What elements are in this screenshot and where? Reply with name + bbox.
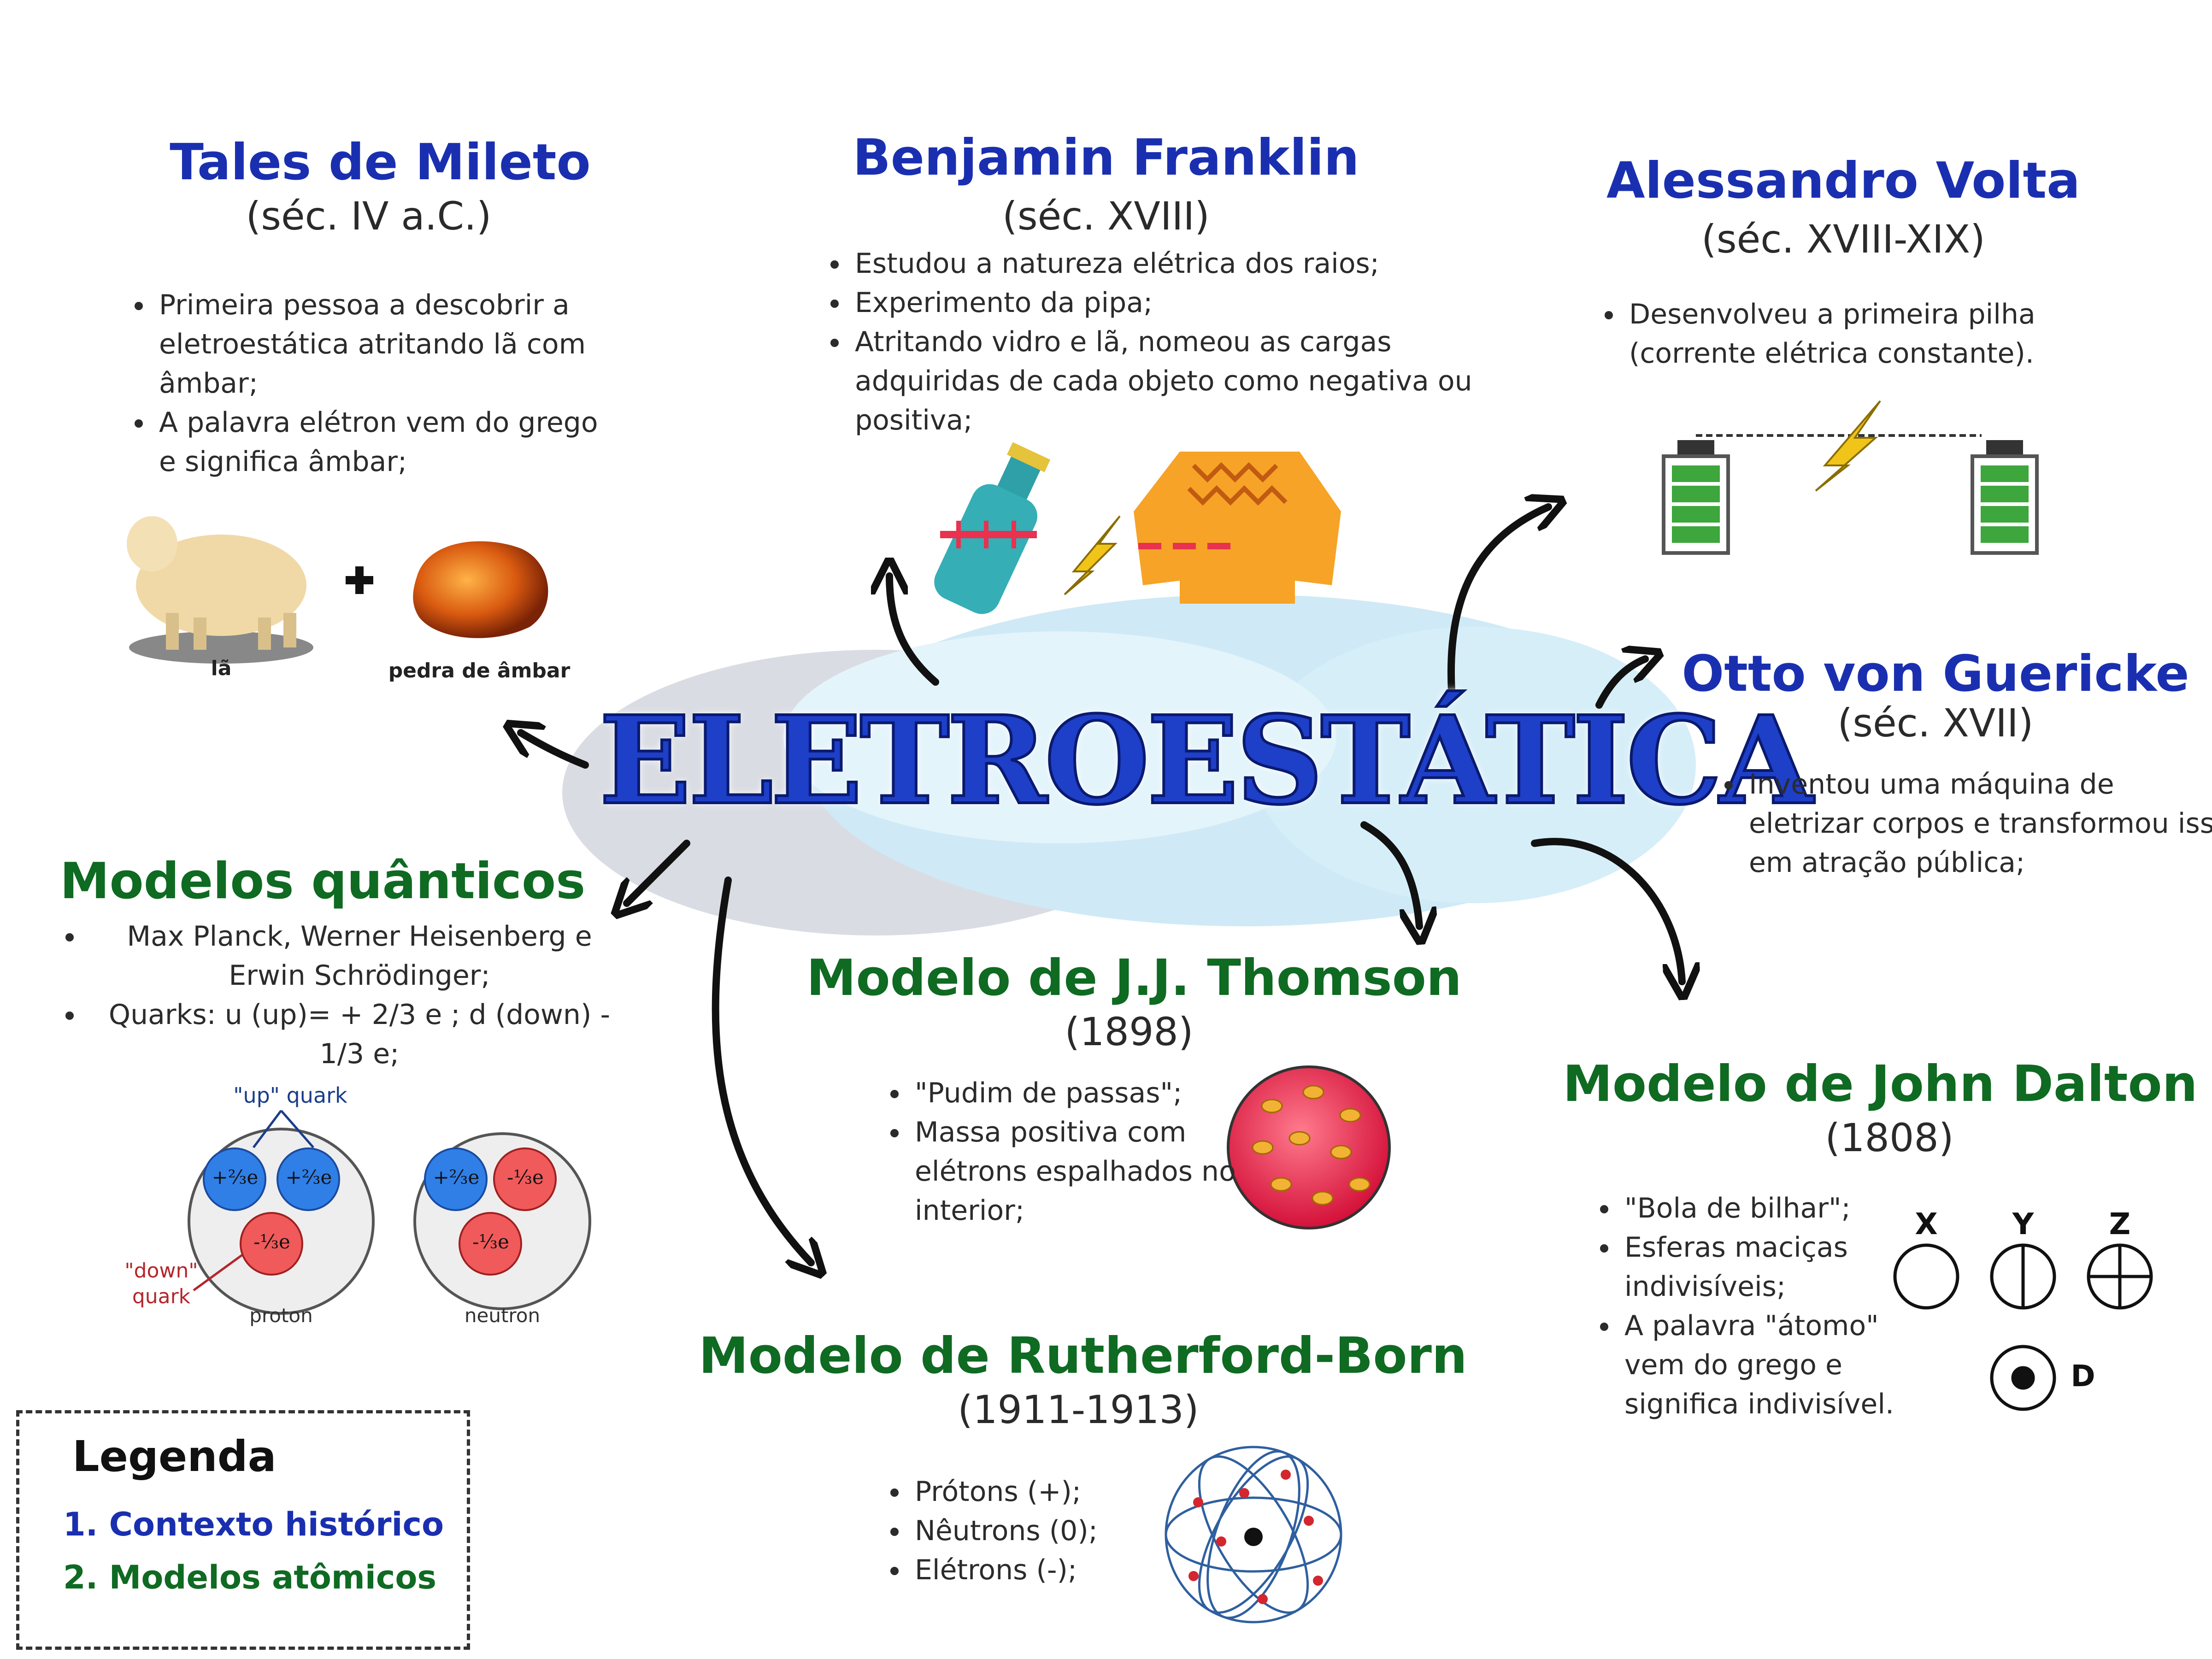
quanticos-point-2: Quarks: u (up)= + 2/3 e ; d (down) - 1/3… [85, 995, 629, 1074]
rutherford-point-3: Elétrons (-); [910, 1551, 1187, 1590]
central-cloud [562, 594, 1696, 935]
thomson-point-1: "Pudim de passas"; [910, 1074, 1260, 1113]
arrow-to-quanticos [627, 840, 690, 903]
proton-label: proton [249, 1304, 313, 1327]
dalton-symbols [1893, 1243, 2153, 1411]
thomson-title: Modelo de J.J. Thomson [806, 949, 1462, 1007]
tales-point-1: Primeira pessoa a descobrir a eletroestá… [154, 286, 615, 403]
proton-up-quark-2 [276, 1147, 340, 1211]
volta-title: Alessandro Volta [1606, 152, 2080, 210]
down-charge-label-2: -⅓e [507, 1166, 544, 1188]
glass-bottle-illustration [934, 442, 1051, 614]
battery-illustration [1662, 400, 2039, 555]
guericke-title: Otto von Guericke [1682, 645, 2189, 703]
rutherford-point-2: Nêutrons (0); [910, 1512, 1187, 1551]
dalton-point-2: Esferas maciças indivisíveis; [1620, 1228, 1942, 1306]
tales-period: (séc. IV a.C.) [246, 194, 492, 239]
arrow-to-guericke [1595, 659, 1645, 709]
up-quark-label: "up" quark [233, 1083, 347, 1108]
central-title: ELETROESTÁTICA [598, 688, 1814, 833]
thomson-points: "Pudim de passas"; Massa positiva com el… [871, 1074, 1260, 1230]
legend-title: Legenda [72, 1432, 276, 1481]
guericke-period: (séc. XVII) [1837, 700, 2034, 746]
arrow-to-rutherford [712, 877, 811, 1263]
sheep-illustration [127, 516, 313, 664]
thomson-period: (1898) [1065, 1009, 1194, 1054]
amber-stone-illustration [413, 541, 548, 638]
arrow-to-dalton [1531, 838, 1682, 982]
wool-sweater-illustration [1134, 452, 1341, 604]
dalton-point-3: A palavra "átomo" vem do grego e signifi… [1620, 1306, 1942, 1424]
rutherford-atom-illustration [1165, 1446, 1342, 1624]
tales-point-2: A palavra elétron vem do grego e signifi… [154, 403, 615, 482]
up-charge-label-1: +⅔e [212, 1166, 259, 1188]
up-charge-label-2: +⅔e [285, 1166, 332, 1188]
down-quark-label: "down" quark [124, 1259, 198, 1308]
dalton-symbol-d: D [2071, 1359, 2095, 1394]
proton-down-quark [240, 1212, 303, 1276]
dalton-points: "Bola de bilhar"; Esferas maciças indivi… [1581, 1189, 1942, 1424]
neutron-down-quark-1 [493, 1147, 557, 1211]
wool-label: lã [211, 657, 232, 680]
franklin-period: (séc. XVIII) [1002, 194, 1210, 239]
down-charge-label-1: -⅓e [253, 1230, 290, 1253]
arrow-to-volta [1447, 507, 1548, 695]
quanticos-point-1: Max Planck, Werner Heisenberg e Erwin Sc… [85, 917, 629, 995]
rutherford-period: (1911-1913) [958, 1387, 1199, 1432]
tales-title: Tales de Mileto [170, 134, 591, 191]
rutherford-title: Modelo de Rutherford-Born [699, 1327, 1467, 1385]
legend-box: Legenda 1. Contexto histórico 2. Modelos… [16, 1410, 470, 1650]
proton-up-quark-1 [203, 1147, 266, 1211]
rutherford-point-1: Prótons (+); [910, 1472, 1187, 1512]
rutherford-points: Prótons (+); Nêutrons (0); Elétrons (-); [871, 1472, 1187, 1590]
neutron-label: neutron [464, 1304, 541, 1327]
dalton-symbol-z: Z [2109, 1207, 2131, 1241]
arrow-to-tales [521, 733, 589, 769]
neutron-up-quark [424, 1147, 488, 1211]
franklin-title: Benjamin Franklin [853, 129, 1359, 187]
legend-item-models: 2. Modelos atômicos [63, 1559, 437, 1596]
franklin-point-2: Experimento da pipa; [850, 283, 1472, 323]
quanticos-points: Max Planck, Werner Heisenberg e Erwin Sc… [46, 917, 629, 1074]
volta-points: Desenvolveu a primeira pilha (corrente e… [1585, 295, 2131, 373]
thomson-atom-illustration [1227, 1065, 1391, 1230]
dalton-symbol-x: X [1915, 1207, 1938, 1241]
quanticos-title: Modelos quânticos [60, 853, 586, 910]
dalton-symbol-y: Y [2012, 1207, 2034, 1241]
franklin-point-3: Atritando vidro e lã, nomeou as cargas a… [850, 323, 1472, 440]
spark-icon [1064, 515, 1121, 595]
guericke-point-1: Inventou uma máquina de eletrizar corpos… [1744, 765, 2212, 882]
plus-sign [346, 566, 373, 594]
quark-diagram [188, 1110, 591, 1315]
volta-point-1: Desenvolveu a primeira pilha (corrente e… [1624, 295, 2131, 373]
dalton-period: (1808) [1825, 1115, 1954, 1160]
amber-label: pedra de âmbar [388, 659, 571, 682]
connector-arrows [521, 507, 1682, 1263]
tales-points: Primeira pessoa a descobrir a eletroestá… [115, 286, 615, 482]
dalton-title: Modelo de John Dalton [1563, 1055, 2198, 1113]
franklin-points: Estudou a natureza elétrica dos raios; E… [811, 244, 1472, 440]
franklin-point-1: Estudou a natureza elétrica dos raios; [850, 244, 1472, 283]
up-charge-label-3: +⅔e [433, 1166, 480, 1188]
arrow-to-thomson [1360, 821, 1419, 926]
neutron-down-quark-2 [459, 1212, 522, 1276]
guericke-points: Inventou uma máquina de eletrizar corpos… [1705, 765, 2212, 882]
dalton-point-1: "Bola de bilhar"; [1620, 1189, 1942, 1228]
thomson-point-2: Massa positiva com elétrons espalhados n… [910, 1113, 1260, 1230]
legend-item-history: 1. Contexto histórico [63, 1506, 444, 1543]
arrow-to-franklin [889, 576, 939, 686]
down-charge-label-3: -⅓e [472, 1230, 509, 1253]
volta-period: (séc. XVIII-XIX) [1701, 217, 1985, 262]
